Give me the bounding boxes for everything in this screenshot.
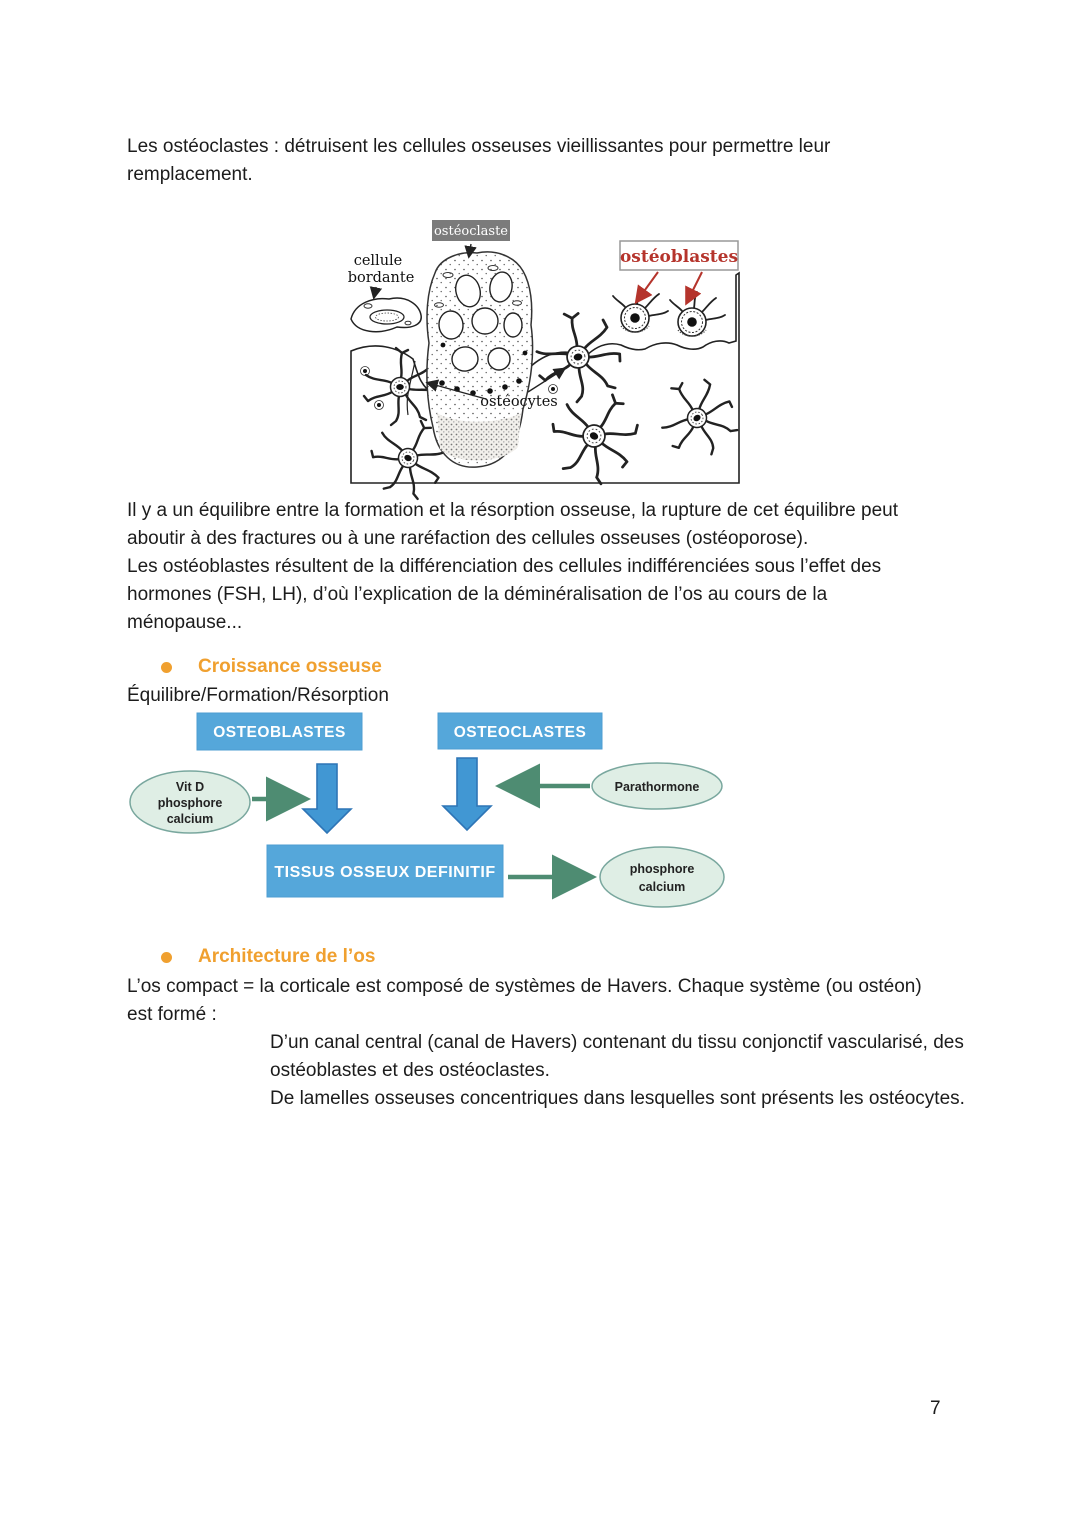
flow-box-text: OSTEOCLASTES bbox=[454, 724, 587, 741]
flow-ellipse-parathormone: Parathormone bbox=[591, 762, 723, 810]
cellule-bordante-text: bordante bbox=[348, 270, 415, 286]
flow-ellipse-text: calcium bbox=[167, 812, 214, 826]
flow-box-tissus: TISSUS OSSEUX DEFINITIF bbox=[266, 844, 504, 898]
text-line: D’un canal central (canal de Havers) con… bbox=[270, 1032, 964, 1053]
bullet-icon bbox=[161, 662, 172, 673]
flow-box-osteoblastes: OSTEOBLASTES bbox=[196, 712, 363, 751]
heading-text: Croissance osseuse bbox=[198, 656, 382, 677]
text-line: L’os compact = la corticale est composé … bbox=[127, 976, 922, 997]
flow-box-text: OSTEOBLASTES bbox=[213, 724, 346, 741]
paragraph-os-compact: L’os compact = la corticale est composé … bbox=[127, 973, 922, 1029]
osteoblast-cell bbox=[669, 291, 726, 337]
text-line: aboutir à des fractures ou à une raréfac… bbox=[127, 528, 809, 549]
paragraph-osteoclastes: Les ostéoclastes : détruisent les cellul… bbox=[127, 133, 830, 189]
osteocytes-label-text: ostéocytes bbox=[480, 394, 557, 410]
block-arrow-down bbox=[441, 757, 493, 832]
text-line: est formé : bbox=[127, 1004, 217, 1025]
text-line: Les ostéoclastes : détruisent les cellul… bbox=[127, 136, 831, 157]
text-line: Les ostéoblastes résultent de la différe… bbox=[127, 556, 882, 577]
text-line: ménopause... bbox=[127, 612, 243, 633]
text-line: De lamelles osseuses concentriques dans … bbox=[270, 1088, 965, 1109]
osteoblastes-label: ostéoblastes bbox=[619, 240, 739, 306]
text-line: remplacement. bbox=[127, 164, 253, 185]
text-line: Équilibre/Formation/Résorption bbox=[127, 685, 389, 706]
cellule-bordante-cell bbox=[350, 297, 422, 333]
flow-ellipse-text: calcium bbox=[639, 880, 686, 894]
flow-ellipse-text: Vit D bbox=[176, 780, 204, 794]
osteoclaste-label: ostéoclaste bbox=[432, 220, 510, 259]
subtitle-equilibre: Équilibre/Formation/Résorption bbox=[127, 682, 389, 710]
cellule-bordante-text: cellule bbox=[354, 253, 403, 269]
text-line: ostéoblastes et des ostéoclastes. bbox=[270, 1060, 550, 1081]
paragraph-equilibre: Il y a un équilibre entre la formation e… bbox=[127, 497, 898, 637]
flow-ellipse-vitd: Vit D phosphore calcium bbox=[129, 770, 251, 834]
flow-ellipse-text: Parathormone bbox=[615, 780, 700, 794]
flow-box-osteoclastes: OSTEOCLASTES bbox=[437, 712, 603, 750]
osteocytes-label: ostéocytes bbox=[425, 367, 567, 410]
osteoblastes-label-text: ostéoblastes bbox=[620, 247, 738, 267]
flow-ellipse-phosphore-calcium: phosphore calcium bbox=[599, 846, 725, 908]
paragraph-canal-central: D’un canal central (canal de Havers) con… bbox=[270, 1029, 965, 1113]
flow-box-text: TISSUS OSSEUX DEFINITIF bbox=[274, 864, 495, 881]
block-arrow-down bbox=[301, 763, 353, 835]
flowchart-croissance: OSTEOBLASTES OSTEOCLASTES Vit D phosphor… bbox=[129, 712, 725, 908]
text-line: hormones (FSH, LH), d’où l’explication d… bbox=[127, 584, 828, 605]
page-number: 7 bbox=[930, 1398, 941, 1419]
flow-ellipse-text: phosphore bbox=[158, 796, 223, 810]
bullet-icon bbox=[161, 952, 172, 963]
flow-ellipse-text: phosphore bbox=[630, 862, 695, 876]
bone-cells-figure: ostéoclaste cellule bordante ostéoblaste… bbox=[348, 220, 750, 509]
heading-text: Architecture de l’os bbox=[198, 946, 376, 967]
osteoclast-cell bbox=[426, 251, 534, 468]
cellule-bordante-label: cellule bordante bbox=[348, 253, 415, 300]
text-line: Il y a un équilibre entre la formation e… bbox=[127, 500, 899, 521]
osteoclaste-label-text: ostéoclaste bbox=[434, 224, 508, 239]
